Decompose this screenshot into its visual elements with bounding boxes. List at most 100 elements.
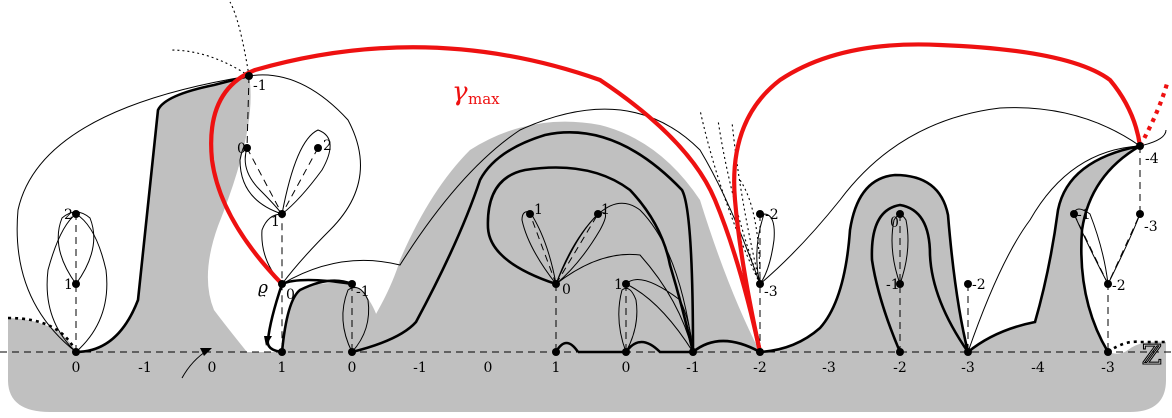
- vertex-dot: [756, 210, 764, 218]
- baseline-vertex-dot: [552, 348, 560, 356]
- connector-right-pair: [899, 214, 969, 352]
- vertex-dot: [622, 280, 630, 288]
- integers-label: ℤ: [1142, 340, 1162, 371]
- baseline-vertex-dot: [72, 348, 80, 356]
- left-shaded-tower: [76, 76, 384, 352]
- vertex-label: 1: [64, 277, 73, 293]
- vertex-dot: [896, 280, 904, 288]
- vertex-label: 0: [890, 215, 899, 231]
- baseline-vertex-dot: [348, 348, 356, 356]
- top-left-loop: [248, 74, 361, 285]
- vertex-dot: [243, 144, 251, 152]
- vertex-dot: [72, 210, 80, 218]
- vertex-label: -2: [765, 207, 779, 223]
- right-top-arc: [759, 107, 1141, 285]
- ray-top-left-2: [169, 49, 250, 77]
- vertex-label: 0: [237, 141, 246, 157]
- left-tower-right-boundary: [351, 131, 695, 354]
- vertex-dot: [348, 280, 356, 288]
- arrows: [181, 336, 272, 379]
- baseline-label: -1: [413, 360, 427, 376]
- mid-loop-right: [555, 253, 694, 353]
- right-tower-left-boundary: [759, 173, 970, 354]
- baseline-vertex-dot: [756, 348, 764, 356]
- right-inner-loop-boundary: [870, 203, 970, 353]
- vertex-label: 1: [614, 277, 623, 293]
- ray-top-left-1: [229, 1, 250, 77]
- vertex-label: 1: [271, 214, 280, 230]
- baseline-label: 0: [348, 360, 357, 376]
- vertex-dot: [552, 280, 560, 288]
- baseline-label: 1: [552, 360, 561, 376]
- vertex-dot: [278, 280, 286, 288]
- vertex-dot: [314, 144, 322, 152]
- gamma-max-subscript: max: [468, 90, 500, 108]
- baseline-label: -4: [1031, 360, 1045, 376]
- petal-1-bottom: [618, 287, 638, 353]
- vertex-dot: [964, 280, 972, 288]
- vertex-label: 0: [562, 282, 571, 298]
- vertex-dot: [1104, 280, 1112, 288]
- vertex-dot: [278, 210, 286, 218]
- right-tower-right-boundary: [967, 144, 1141, 354]
- mid-petals: [521, 202, 694, 353]
- rho-label: ϱ: [258, 278, 268, 298]
- baseline-label: -3: [961, 360, 975, 376]
- vertex-label: -1: [356, 284, 370, 300]
- vertex-label: 2: [64, 207, 73, 223]
- petals-1-2: [239, 129, 331, 215]
- vertex-dot: [594, 210, 602, 218]
- baseline-label: -1: [686, 360, 700, 376]
- vertex-dot: [1070, 210, 1078, 218]
- middle-dip-boundary: [692, 339, 761, 354]
- vertex-label: -2: [1112, 278, 1126, 294]
- baseline-label: 0: [72, 360, 81, 376]
- baseline-label: 0: [484, 360, 493, 376]
- baseline-vertex-dot: [622, 348, 630, 356]
- vertex-dot: [896, 210, 904, 218]
- vertex-label: 1: [534, 202, 543, 218]
- bottom-band: [8, 318, 1166, 412]
- vertex-label: 1: [601, 202, 610, 218]
- shaded-regions: [8, 76, 1166, 412]
- vertex-label: 0: [286, 287, 295, 303]
- baseline-label: -3: [1101, 360, 1115, 376]
- outer-left-arc: [16, 75, 250, 353]
- baseline-vertex-dot: [278, 348, 286, 356]
- connector-right-cluster: [1073, 146, 1141, 352]
- vertex-label: 2: [323, 138, 332, 154]
- connector-mid: [529, 213, 627, 352]
- vertex-dot: [526, 210, 534, 218]
- baseline-label: -3: [822, 360, 836, 376]
- vertex-label: -4: [1145, 151, 1159, 167]
- baseline-label: -1: [138, 360, 152, 376]
- gamma-right-arc: [732, 42, 1143, 353]
- baseline-label: -2: [753, 360, 767, 376]
- baseline-vertex-dot: [896, 348, 904, 356]
- vertex-label: -1: [253, 78, 267, 94]
- vertices: [72, 72, 1144, 356]
- gamma-max-label: γ: [452, 77, 468, 107]
- vertex-label: -3: [764, 284, 778, 300]
- vertex-dot: [756, 280, 764, 288]
- vertex-label: -2: [972, 277, 986, 293]
- rho-loop-arrow-head: [264, 336, 272, 346]
- baseline-label: 0: [208, 360, 217, 376]
- middle-shaded-region-2: [352, 121, 760, 352]
- vertex-label: -1: [1077, 207, 1091, 223]
- vertex-dot: [245, 72, 253, 80]
- baseline-vertex-dot: [1104, 348, 1112, 356]
- gamma-left-arc: [209, 45, 763, 353]
- left-petal-base: [46, 213, 108, 353]
- right-outer-arc: [967, 129, 1167, 353]
- left-tower-left-boundary: [75, 74, 250, 354]
- baseline-label: 1: [278, 360, 287, 376]
- middle-shaded-region: [352, 132, 693, 352]
- petal-minus1: [342, 287, 370, 353]
- curved-arrow-head: [200, 348, 212, 356]
- baseline-label: 0: [622, 360, 631, 376]
- ray-center-3: [731, 121, 761, 285]
- vertex-dot: [1136, 210, 1144, 218]
